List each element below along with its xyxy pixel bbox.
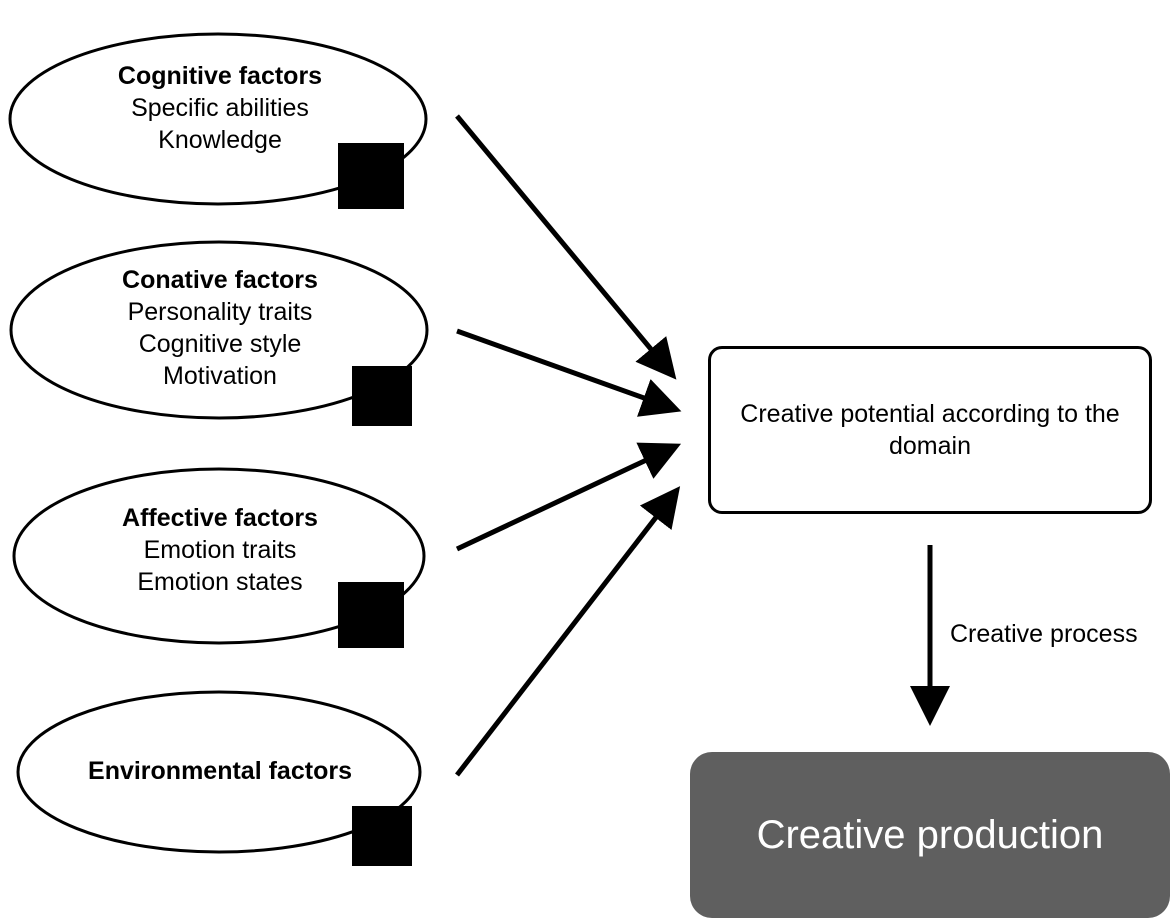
- environmental-factors-label: Environmental factors: [50, 755, 390, 787]
- conative-factors-line: Personality traits: [127, 298, 313, 326]
- cognitive-factors-line: Knowledge: [158, 126, 282, 154]
- creative-potential-text: Creative potential according to the doma…: [740, 400, 1120, 460]
- conative-factors-title: Conative factors: [122, 266, 318, 294]
- conative-factors-line: Cognitive style: [138, 330, 302, 358]
- arrow-cognitive-to-potential: [455, 114, 677, 380]
- arrow-environmental-to-potential: [455, 486, 681, 777]
- conative-ellipse: [9, 240, 429, 420]
- creative-process-label: Creative process: [950, 620, 1138, 648]
- affective-factors-title: Affective factors: [122, 504, 318, 532]
- cognitive-ellipse: [8, 32, 428, 206]
- affective-ellipse: [12, 467, 426, 645]
- affective-factors-line: Emotion states: [137, 568, 303, 596]
- environmental-ellipse: [16, 690, 422, 854]
- conative-factors-label: Conative factors Personality traits Cogn…: [60, 264, 380, 392]
- environmental-puzzle-icon: [352, 806, 412, 866]
- creative-production-box: Creative production: [690, 752, 1170, 918]
- affective-factors-line: Emotion traits: [143, 536, 297, 564]
- cognitive-factors-line: Specific abilities: [131, 94, 309, 122]
- conative-factors-line: Motivation: [163, 362, 277, 390]
- environmental-factors-title: Environmental factors: [88, 757, 352, 785]
- cognitive-factors-label: Cognitive factors Specific abilities Kno…: [60, 60, 380, 156]
- creative-potential-box: Creative potential according to the doma…: [708, 346, 1152, 514]
- arrow-conative-to-potential: [456, 328, 682, 417]
- arrow-affective-to-potential: [455, 442, 682, 552]
- affective-factors-label: Affective factors Emotion traits Emotion…: [60, 502, 380, 598]
- cognitive-factors-title: Cognitive factors: [117, 62, 323, 90]
- creative-production-text: Creative production: [756, 812, 1104, 857]
